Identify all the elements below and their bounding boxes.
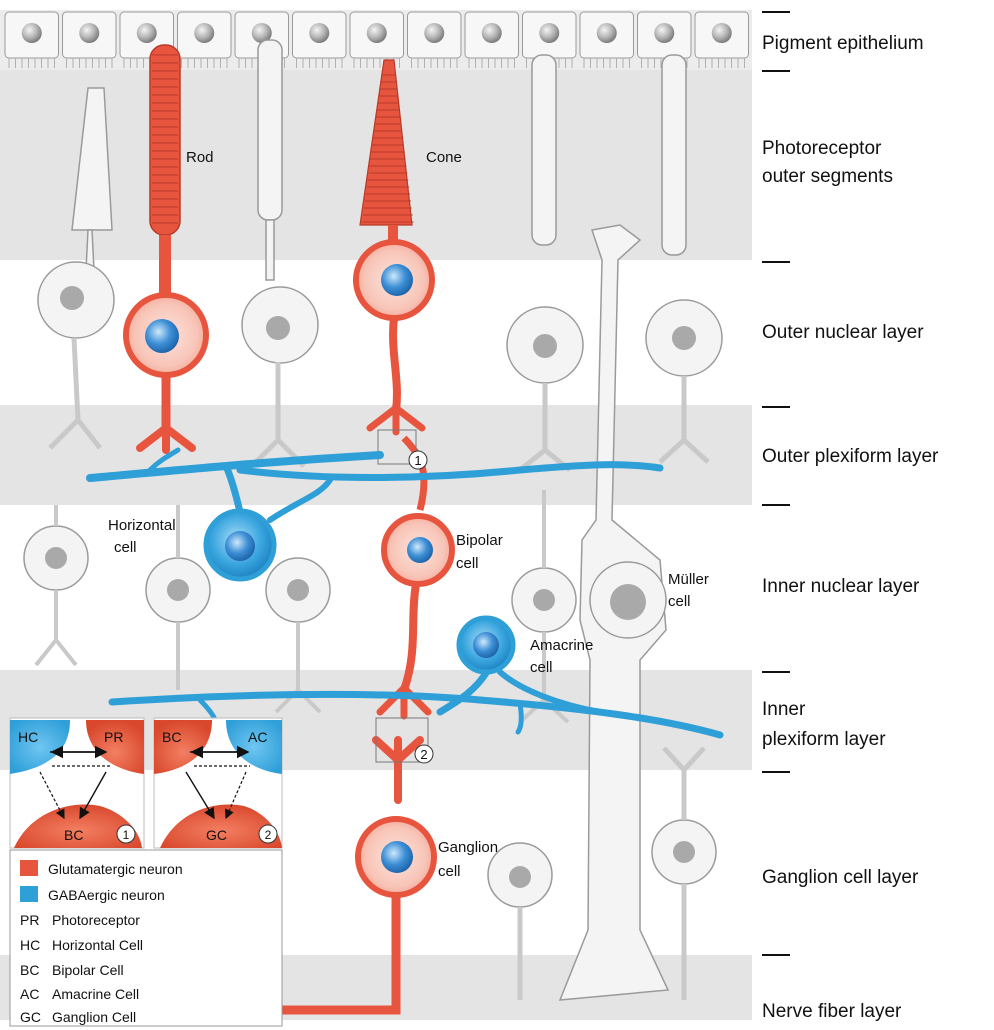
horizontal-cell-label-line1: Horizontal xyxy=(108,517,176,534)
amacrine-nucleus xyxy=(473,632,499,658)
pigment-granule xyxy=(309,23,329,43)
grey-nucleus xyxy=(167,579,189,601)
legend-abbr: GC xyxy=(20,1009,41,1025)
inset-1-top-right: PR xyxy=(104,729,123,745)
horizontal-cell-nucleus xyxy=(225,531,255,561)
legend-abbr: HC xyxy=(20,937,40,953)
layer-label-inner-plexiform-line1: Inner xyxy=(762,699,806,720)
ganglion-cell-label-line2: cell xyxy=(438,863,461,880)
pigment-granule xyxy=(712,23,732,43)
inset-1-number: 1 xyxy=(123,828,130,842)
ganglion-cell-label-line1: Ganglion xyxy=(438,839,498,856)
inset-2-bottom: GC xyxy=(206,827,227,843)
inset-1-top-left: HC xyxy=(18,729,38,745)
layer-label-outer-nuclear: Outer nuclear layer xyxy=(762,322,924,343)
layer-label-outer-segments-line2: outer segments xyxy=(762,166,893,187)
legend-swatch-glutamatergic xyxy=(20,860,38,876)
muller-cell-label-line2: cell xyxy=(668,593,691,610)
horizontal-cell-label-line2: cell xyxy=(114,539,137,556)
legend: Glutamatergic neuron GABAergic neuron PR… xyxy=(10,850,282,1026)
grey-rod-outer-segment xyxy=(532,55,556,245)
pigment-granule xyxy=(367,23,387,43)
grey-nucleus xyxy=(509,866,531,888)
grey-nucleus xyxy=(610,584,646,620)
legend-label-gabaergic: GABAergic neuron xyxy=(48,887,165,903)
layer-labels: Pigment epithelium Photoreceptor outer s… xyxy=(762,33,939,1022)
grey-nucleus xyxy=(45,547,67,569)
rod-stalk xyxy=(159,235,171,295)
bipolar-cell-label-line2: cell xyxy=(456,555,479,572)
layer-label-inner-plexiform-line2: plexiform layer xyxy=(762,729,886,750)
pigment-granule xyxy=(539,23,559,43)
legend-abbr: BC xyxy=(20,962,39,978)
layer-label-inner-nuclear: Inner nuclear layer xyxy=(762,576,920,597)
grey-nucleus xyxy=(533,334,557,358)
grey-nucleus xyxy=(60,286,84,310)
grey-rod-outer-segment xyxy=(662,55,686,255)
cone-nucleus xyxy=(381,264,413,296)
grey-nucleus xyxy=(266,316,290,340)
amacrine-cell-label-line1: Amacrine xyxy=(530,637,593,654)
grey-nucleus xyxy=(287,579,309,601)
legend-full: Bipolar Cell xyxy=(52,962,124,978)
grey-nucleus xyxy=(673,841,695,863)
grey-rod-outer-segment xyxy=(258,40,282,220)
layer-label-pigment-epithelium: Pigment epithelium xyxy=(762,33,924,54)
amacrine-cell-label-line2: cell xyxy=(530,659,553,676)
ganglion-nucleus xyxy=(381,841,413,873)
pigment-granule xyxy=(79,23,99,43)
synapse-1-number: 1 xyxy=(414,453,421,468)
inset-2-top-left: BC xyxy=(162,729,181,745)
pigment-granule xyxy=(597,23,617,43)
cone-label: Cone xyxy=(426,149,462,166)
grey-nucleus xyxy=(533,589,555,611)
legend-full: Amacrine Cell xyxy=(52,986,139,1002)
grey-nucleus xyxy=(672,326,696,350)
pigment-granule xyxy=(194,23,214,43)
inset-1-bottom: BC xyxy=(64,827,83,843)
pigment-granule xyxy=(22,23,42,43)
legend-label-glutamatergic: Glutamatergic neuron xyxy=(48,861,183,877)
bipolar-nucleus xyxy=(407,537,433,563)
legend-swatch-gabaergic xyxy=(20,886,38,902)
grey-rod-stalk xyxy=(266,220,274,280)
layer-label-outer-plexiform: Outer plexiform layer xyxy=(762,446,939,467)
legend-full: Photoreceptor xyxy=(52,912,140,928)
pigment-granule xyxy=(137,23,157,43)
legend-full: Ganglion Cell xyxy=(52,1009,136,1025)
synapse-inset-2: BC AC GC 2 xyxy=(154,718,282,848)
synapse-2-number: 2 xyxy=(420,747,427,762)
bipolar-cell-label-line1: Bipolar xyxy=(456,532,503,549)
pigment-granule xyxy=(424,23,444,43)
pigment-granule xyxy=(482,23,502,43)
inset-2-top-right: AC xyxy=(248,729,267,745)
legend-abbr: AC xyxy=(20,986,39,1002)
pigment-granule xyxy=(654,23,674,43)
rod-label: Rod xyxy=(186,149,214,166)
rod-nucleus xyxy=(145,319,179,353)
layer-label-outer-segments-line1: Photoreceptor xyxy=(762,138,882,159)
cone-axon xyxy=(393,318,397,410)
synapse-inset-1: HC PR BC 1 xyxy=(10,718,144,848)
inset-2-number: 2 xyxy=(265,828,272,842)
legend-abbr: PR xyxy=(20,912,39,928)
muller-cell-label-line1: Müller xyxy=(668,571,709,588)
layer-label-ganglion-cell: Ganglion cell layer xyxy=(762,867,919,888)
layer-label-nerve-fiber: Nerve fiber layer xyxy=(762,1001,902,1022)
legend-full: Horizontal Cell xyxy=(52,937,143,953)
